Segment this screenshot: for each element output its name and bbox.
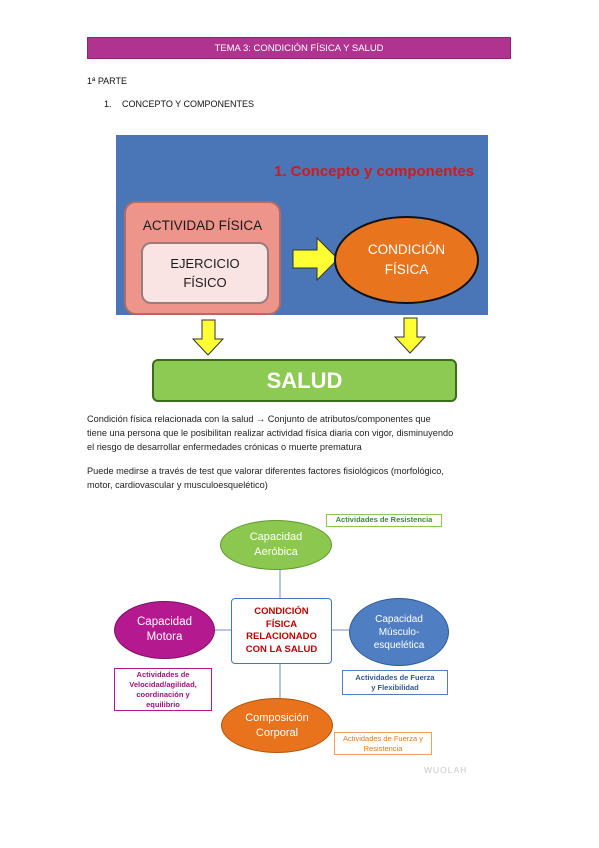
musculo-line-2: Músculo-: [378, 626, 420, 638]
composicion-line-2: Corporal: [255, 726, 299, 739]
center-line-4: CON LA SALUD: [245, 643, 318, 655]
aerobica-line-1: Capacidad: [249, 531, 303, 543]
paragraph-line: motor, cardiovascular y musculoesqueléti…: [87, 480, 268, 490]
paragraph-line: el riesgo de desarrollar enfermedades cr…: [87, 442, 362, 452]
center-line-1: CONDICIÓN: [254, 606, 309, 617]
label-motora: Actividades de Velocidad/agilidad, coord…: [114, 668, 212, 711]
label-fuerza-flexibilidad: Actividades de Fuerza y Flexibilidad: [342, 670, 448, 695]
label-resistencia: Actividades de Resistencia: [326, 514, 442, 527]
motora-line-2: Motora: [146, 631, 183, 643]
condicion-fisica-center-box: CONDICIÓN FÍSICA RELACIONADO CON LA SALU…: [231, 598, 332, 664]
center-line-2: FÍSICA: [265, 618, 298, 630]
right-arrow-icon: [292, 236, 339, 282]
down-arrow-icon: [191, 319, 225, 356]
salud-bar: SALUD: [152, 359, 457, 402]
down-arrow-icon: [393, 317, 427, 354]
composicion-line-1: Composición: [245, 711, 309, 724]
condicion-fisica-ellipse: CONDICIÓN FÍSICA: [334, 216, 479, 304]
label-line: Actividades de Fuerza: [355, 673, 435, 682]
capacidad-motora-ellipse: Capacidad Motora: [114, 601, 215, 659]
center-line-3: RELACIONADO: [246, 631, 317, 642]
capacidad-musculo-ellipse: Capacidad Músculo- esquelética: [349, 598, 449, 666]
heading-number: 1.: [104, 99, 112, 109]
musculo-line-1: Capacidad: [375, 613, 423, 625]
paragraph-line: Puede medirse a través de test que valor…: [87, 466, 444, 476]
label-line: Actividades de Fuerza y: [342, 734, 424, 743]
document-title-bar: TEMA 3: CONDICIÓN FÍSICA Y SALUD: [87, 37, 511, 59]
label-line: Actividades de: [136, 670, 190, 679]
capacidad-aerobica-ellipse: Capacidad Aeróbica: [220, 520, 332, 570]
measurement-paragraph: Puede medirse a través de test que valor…: [87, 464, 444, 492]
label-line: coordinación y: [136, 690, 190, 699]
actividad-fisica-label: ACTIVIDAD FÍSICA: [142, 218, 263, 233]
label-line: equilibrio: [146, 700, 180, 709]
label-line: Resistencia: [363, 744, 403, 753]
ejercicio-line-1: EJERCICIO: [170, 256, 240, 271]
document-title: TEMA 3: CONDICIÓN FÍSICA Y SALUD: [214, 42, 384, 54]
ejercicio-fisico-box: EJERCICIO FÍSICO: [141, 242, 269, 304]
ejercicio-line-2: FÍSICO: [183, 275, 227, 290]
condicion-line-2: FÍSICA: [384, 262, 429, 277]
watermark: WUOLAH: [424, 765, 468, 775]
condicion-line-1: CONDICIÓN: [367, 242, 446, 257]
paragraph-line: tiene una persona que le posibilitan rea…: [87, 428, 454, 438]
aerobica-line-2: Aeróbica: [254, 546, 298, 558]
label-line: y Flexibilidad: [371, 683, 419, 692]
label-line: Velocidad/agilidad,: [129, 680, 197, 689]
motora-line-1: Capacidad: [137, 616, 192, 628]
salud-label: SALUD: [266, 367, 343, 393]
paragraph-line: Condición física relacionada con la salu…: [87, 414, 431, 424]
musculo-line-3: esquelética: [373, 639, 425, 651]
label-fuerza-resistencia: Actividades de Fuerza y Resistencia: [334, 732, 432, 755]
definition-paragraph: Condición física relacionada con la salu…: [87, 412, 453, 454]
part-label: 1ª PARTE: [87, 76, 128, 86]
diagram-title: 1. Concepto y componentes: [274, 163, 475, 180]
composicion-corporal-ellipse: Composición Corporal: [221, 698, 333, 753]
section-heading: CONCEPTO Y COMPONENTES: [122, 99, 255, 109]
